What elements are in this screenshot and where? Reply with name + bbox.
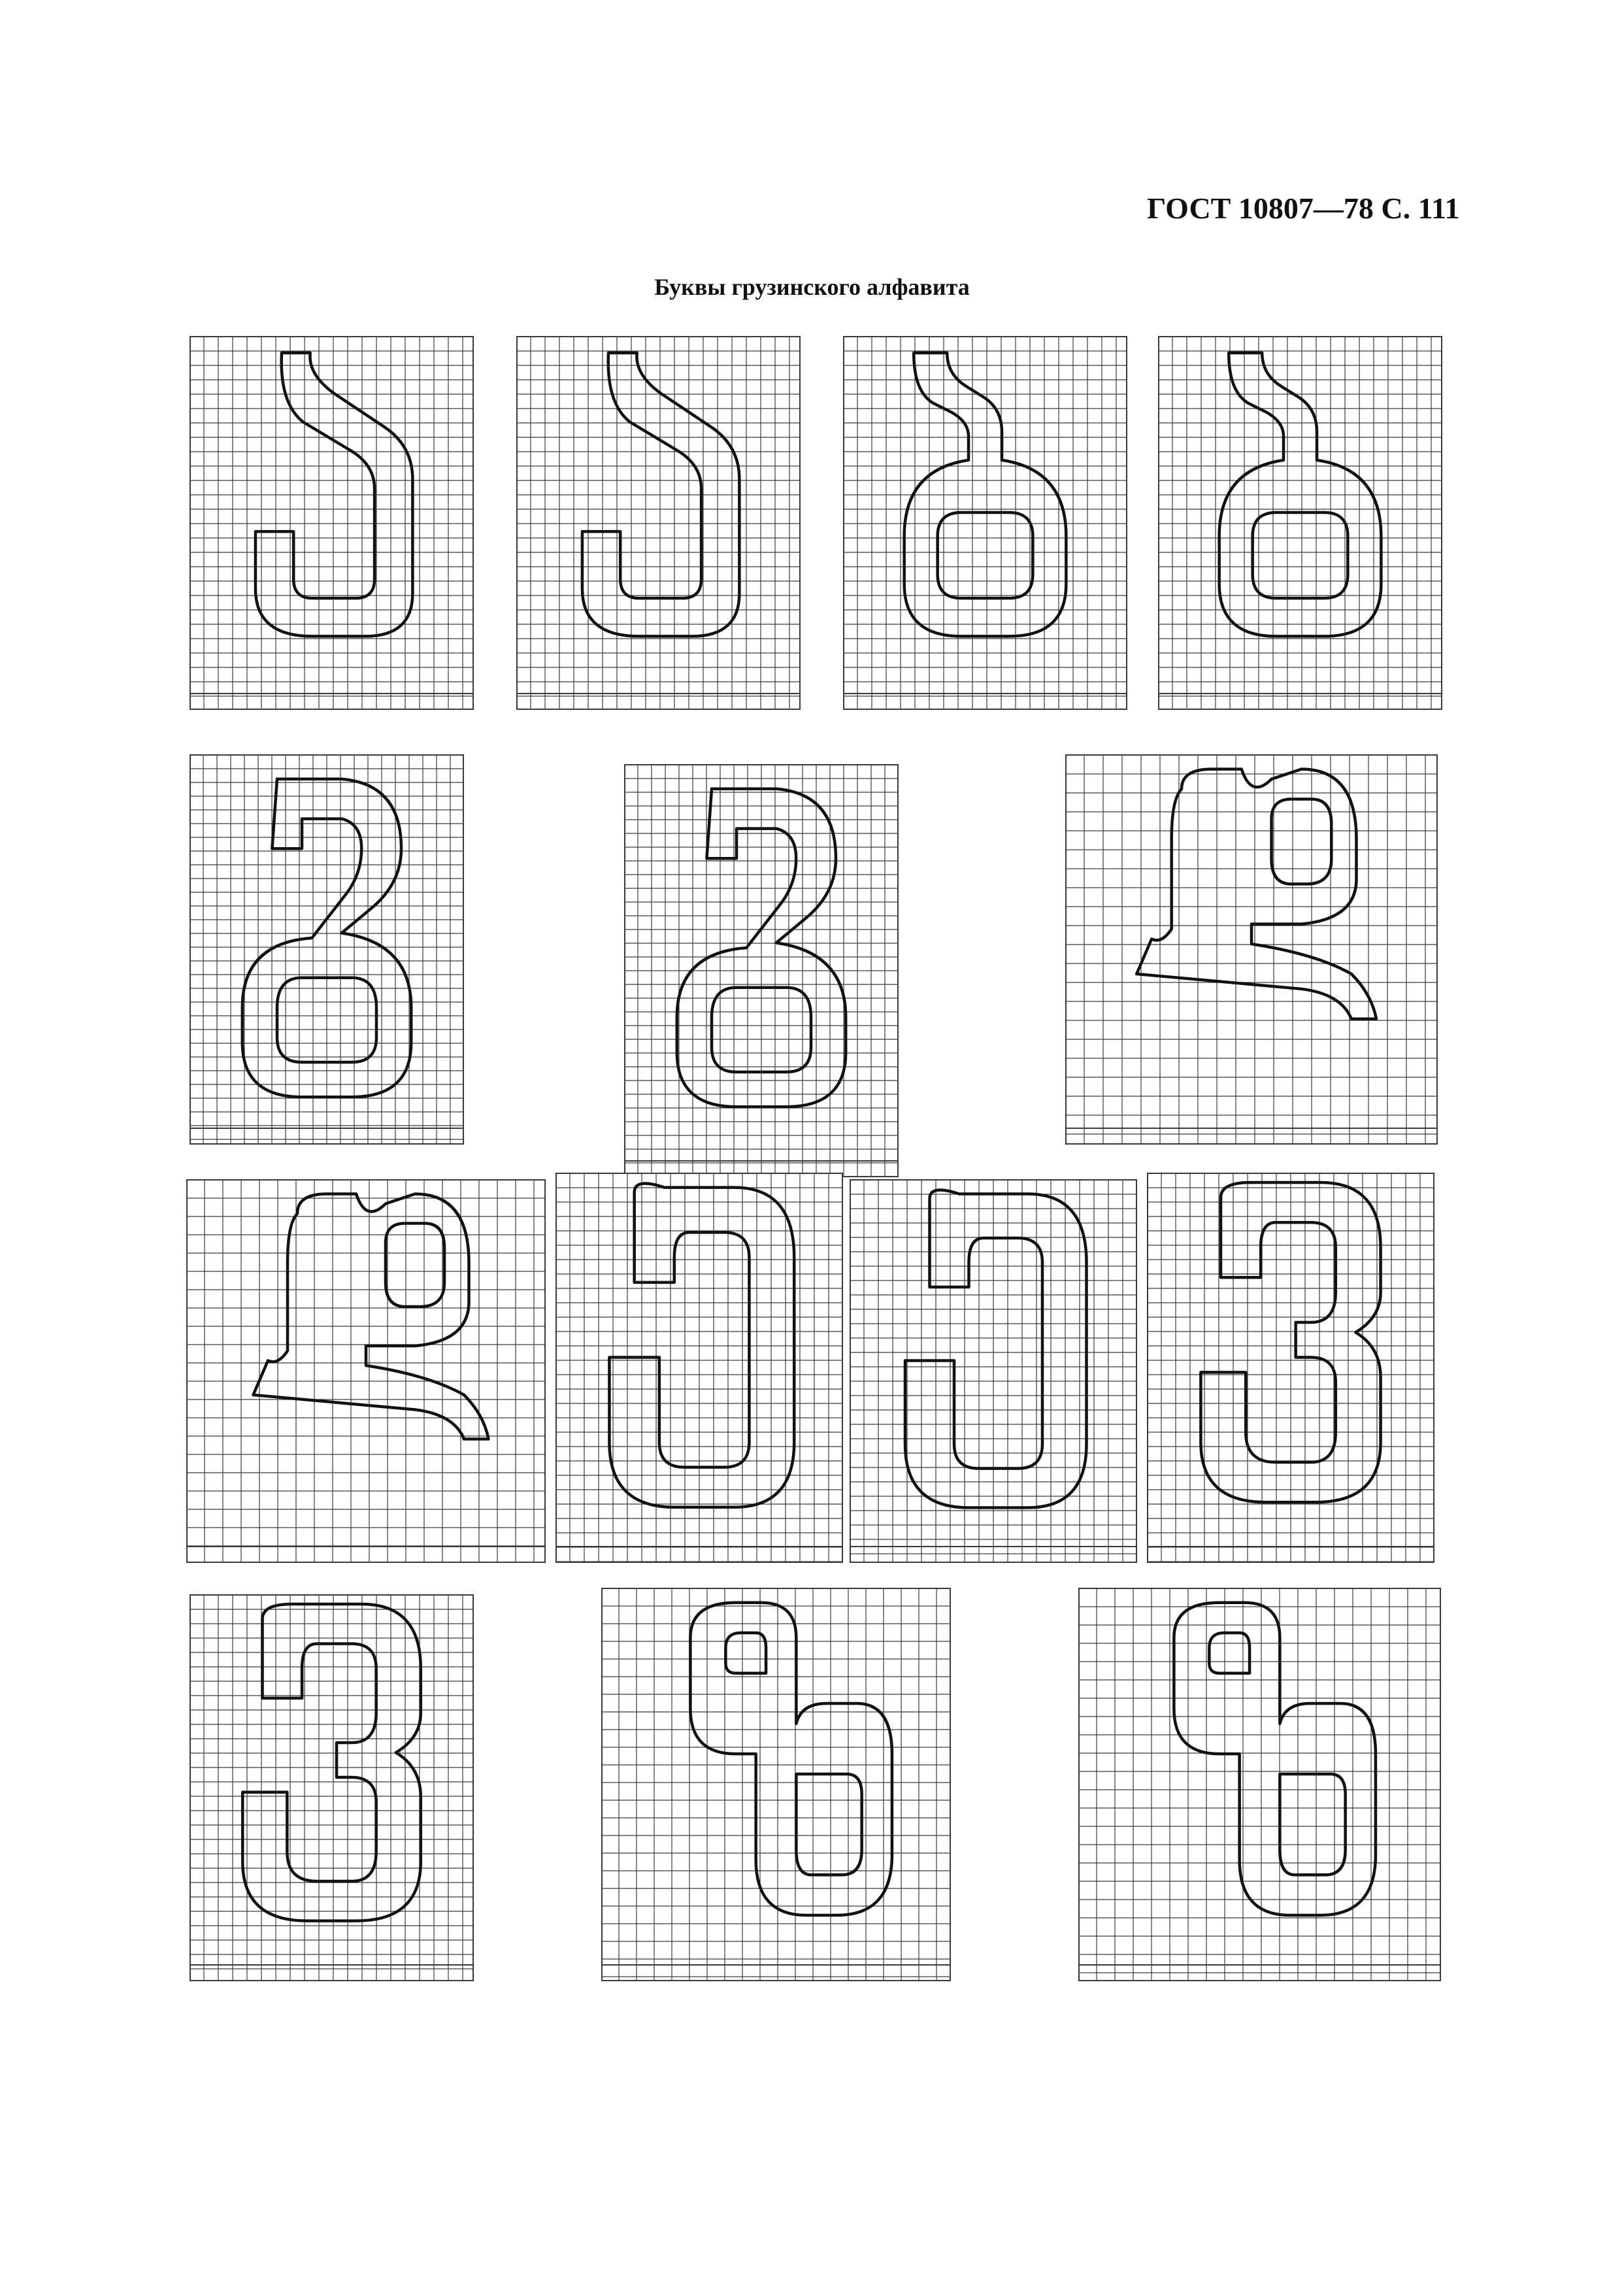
letter-outer-contour xyxy=(608,1182,796,1509)
letter-outline xyxy=(254,351,414,638)
letter-grid-r2c3 xyxy=(1065,748,1438,1150)
grid-lines xyxy=(850,1180,1136,1562)
grid-sheet xyxy=(190,1594,474,1981)
letter-outline xyxy=(252,1192,490,1441)
grid-sheet xyxy=(1078,1588,1441,1981)
letter-outline xyxy=(240,1602,423,1922)
grid-sheet xyxy=(516,336,801,710)
letter-grid-r1c2 xyxy=(516,330,801,716)
letter-inner-contour xyxy=(1270,797,1333,886)
letter-outer-contour xyxy=(580,351,741,638)
grid-lines xyxy=(844,337,1127,709)
letter-grid-r4c1 xyxy=(190,1588,474,1987)
letter-inner-contour xyxy=(275,976,378,1064)
letter-inner-contour xyxy=(1251,511,1350,600)
grid-lines xyxy=(190,1595,473,1981)
letter-outline xyxy=(608,1182,796,1509)
letter-outer-contour xyxy=(240,1602,423,1922)
letter-outline xyxy=(1135,767,1378,1021)
letter-grid-r3c2 xyxy=(555,1167,843,1569)
letter-inner-contour xyxy=(1278,1772,1347,1877)
letter-outline xyxy=(903,351,1068,638)
letter-inner-contour xyxy=(936,511,1035,600)
letter-outer-contour xyxy=(1135,767,1378,1021)
grid-lines xyxy=(1148,1173,1434,1562)
letter-grid-r4c2 xyxy=(601,1582,951,1987)
letter-inner-contour xyxy=(724,1631,768,1675)
section-title: Буквы грузинского алфавита xyxy=(654,274,970,300)
letter-outline xyxy=(1199,1181,1382,1504)
grid-sheet xyxy=(190,336,474,710)
letter-outer-contour xyxy=(1172,1601,1378,1917)
letter-grid-r3c3 xyxy=(850,1173,1137,1569)
letter-outer-contour xyxy=(903,351,1068,638)
letter-outer-contour xyxy=(240,777,413,1099)
letter-outer-contour xyxy=(1218,351,1383,638)
letter-grid-r1c1 xyxy=(190,330,474,716)
letter-outer-contour xyxy=(903,1188,1088,1509)
letter-grid-r1c3 xyxy=(843,330,1127,716)
letter-grid-r1c4 xyxy=(1158,330,1442,716)
letter-inner-contour xyxy=(384,1222,446,1309)
letter-outer-contour xyxy=(1199,1181,1382,1504)
grid-sheet xyxy=(1065,754,1438,1145)
letter-grid-r2c1 xyxy=(190,748,464,1150)
grid-sheet xyxy=(186,1179,546,1563)
grid-lines xyxy=(190,337,473,709)
letter-inner-contour xyxy=(795,1772,863,1877)
letter-grid-r2c2 xyxy=(624,758,899,1183)
letter-outline xyxy=(675,787,848,1109)
page-header-standard: ГОСТ 10807—78 С. 111 xyxy=(1147,192,1460,225)
letter-outline xyxy=(1172,1601,1378,1917)
letter-outer-contour xyxy=(689,1601,894,1917)
letter-grid-r3c4 xyxy=(1147,1167,1434,1569)
letter-outline xyxy=(240,777,413,1099)
letter-grid-r3c1 xyxy=(186,1173,546,1569)
letter-outline xyxy=(689,1601,894,1917)
letter-outer-contour xyxy=(252,1192,490,1441)
grid-lines xyxy=(1079,1588,1440,1981)
letter-inner-contour xyxy=(1208,1631,1251,1675)
letter-outline xyxy=(903,1188,1088,1509)
letter-outer-contour xyxy=(254,351,414,638)
letter-outline xyxy=(580,351,741,638)
letter-outline xyxy=(1218,351,1383,638)
letter-outer-contour xyxy=(675,787,848,1109)
grid-lines xyxy=(517,337,800,709)
letter-inner-contour xyxy=(710,986,813,1074)
letter-grid-r4c3 xyxy=(1078,1582,1441,1987)
